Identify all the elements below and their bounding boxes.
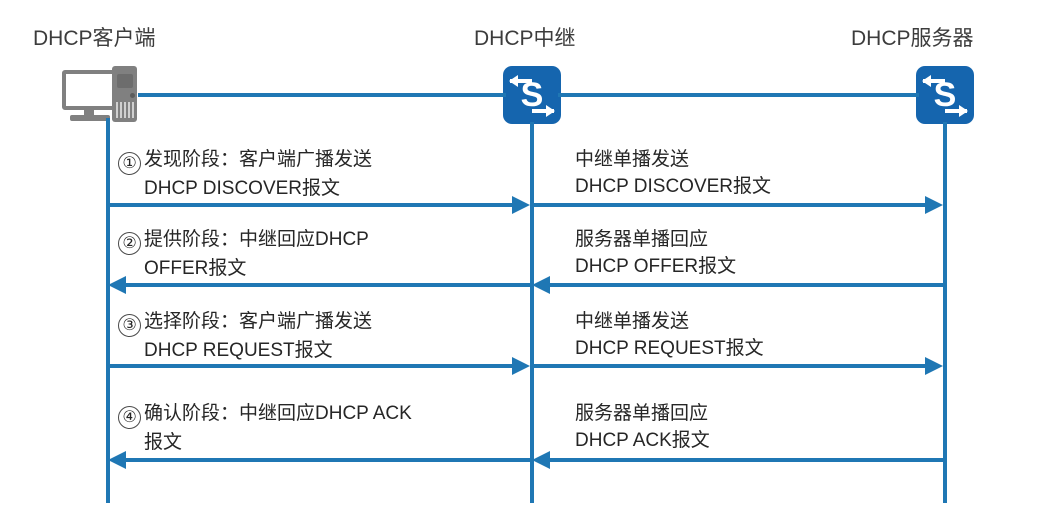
lifeline-relay (530, 122, 534, 503)
message-4-right-line2: DHCP ACK报文 (575, 430, 710, 451)
step-number-2: ② (118, 232, 141, 255)
monitor-screen-icon (62, 70, 116, 110)
pc-vents-icon (116, 102, 134, 118)
column-title-relay: DHCP中继 (474, 27, 576, 50)
lifeline-server (943, 122, 947, 503)
message-3-left-line1: 选择阶段：客户端广播发送 (144, 311, 373, 332)
switch-icon-server: S (916, 66, 974, 124)
message-arrow-1-left (108, 203, 512, 207)
switch-arrow-left-icon (509, 75, 532, 87)
link-client-to-relay (138, 93, 506, 97)
message-arrowhead-1-left (512, 196, 530, 214)
column-title-server: DHCP服务器 (851, 27, 974, 50)
switch-letter-s: S (933, 76, 957, 114)
message-arrowhead-3-left (512, 357, 530, 375)
message-arrow-2-left (126, 283, 532, 287)
message-arrow-3-right (532, 364, 925, 368)
message-4-right-line1: 服务器单播回应 (575, 403, 709, 424)
computer-icon (62, 66, 144, 128)
message-arrow-2-right (550, 283, 945, 287)
step-number-3: ③ (118, 314, 141, 337)
message-arrow-4-right (550, 458, 945, 462)
message-3-left-line2: DHCP REQUEST报文 (144, 340, 333, 361)
message-arrowhead-3-right (925, 357, 943, 375)
message-1-right-line2: DHCP DISCOVER报文 (575, 176, 772, 197)
pc-drive-bay-icon (117, 74, 133, 88)
message-2-right-line2: DHCP OFFER报文 (575, 256, 737, 277)
switch-icon-relay: S (503, 66, 561, 124)
message-2-right-line1: 服务器单播回应 (575, 229, 709, 250)
pc-power-button-icon (130, 93, 135, 98)
message-arrow-1-right (532, 203, 925, 207)
message-4-left-line1: 确认阶段：中继回应DHCP ACK (144, 403, 412, 424)
message-arrow-3-left (108, 364, 512, 368)
step-number-1: ① (118, 152, 141, 175)
message-1-right-line1: 中继单播发送 (575, 149, 690, 170)
monitor-base-icon (70, 115, 110, 121)
message-1-left-line1: 发现阶段：客户端广播发送 (144, 149, 373, 170)
message-label-1-right: 中继单播发送 DHCP DISCOVER报文 (575, 146, 771, 200)
switch-letter-s: S (520, 76, 544, 114)
message-arrowhead-4-left (108, 451, 126, 469)
monitor-neck-icon (84, 109, 94, 116)
switch-arrow-left-icon (922, 75, 945, 87)
message-1-left-line2: DHCP DISCOVER报文 (144, 178, 341, 199)
message-label-2-right: 服务器单播回应 DHCP OFFER报文 (575, 226, 736, 280)
switch-arrow-right-icon (532, 105, 555, 117)
column-title-client: DHCP客户端 (33, 27, 156, 50)
message-2-left-line2: OFFER报文 (144, 258, 247, 279)
step-number-4: ④ (118, 406, 141, 429)
link-relay-to-server (558, 93, 919, 97)
message-arrowhead-2-right (532, 276, 550, 294)
message-arrowhead-1-right (925, 196, 943, 214)
message-arrowhead-2-left (108, 276, 126, 294)
message-4-left-line2: 报文 (144, 432, 183, 453)
switch-arrow-right-icon (945, 105, 968, 117)
message-arrow-4-left (126, 458, 532, 462)
message-3-right-line2: DHCP REQUEST报文 (575, 338, 764, 359)
message-3-right-line1: 中继单播发送 (575, 311, 690, 332)
message-2-left-line1: 提供阶段：中继回应DHCP (144, 229, 369, 250)
message-label-4-right: 服务器单播回应 DHCP ACK报文 (575, 400, 710, 454)
lifeline-client (106, 118, 110, 503)
message-label-3-right: 中继单播发送 DHCP REQUEST报文 (575, 308, 764, 362)
message-arrowhead-4-right (532, 451, 550, 469)
